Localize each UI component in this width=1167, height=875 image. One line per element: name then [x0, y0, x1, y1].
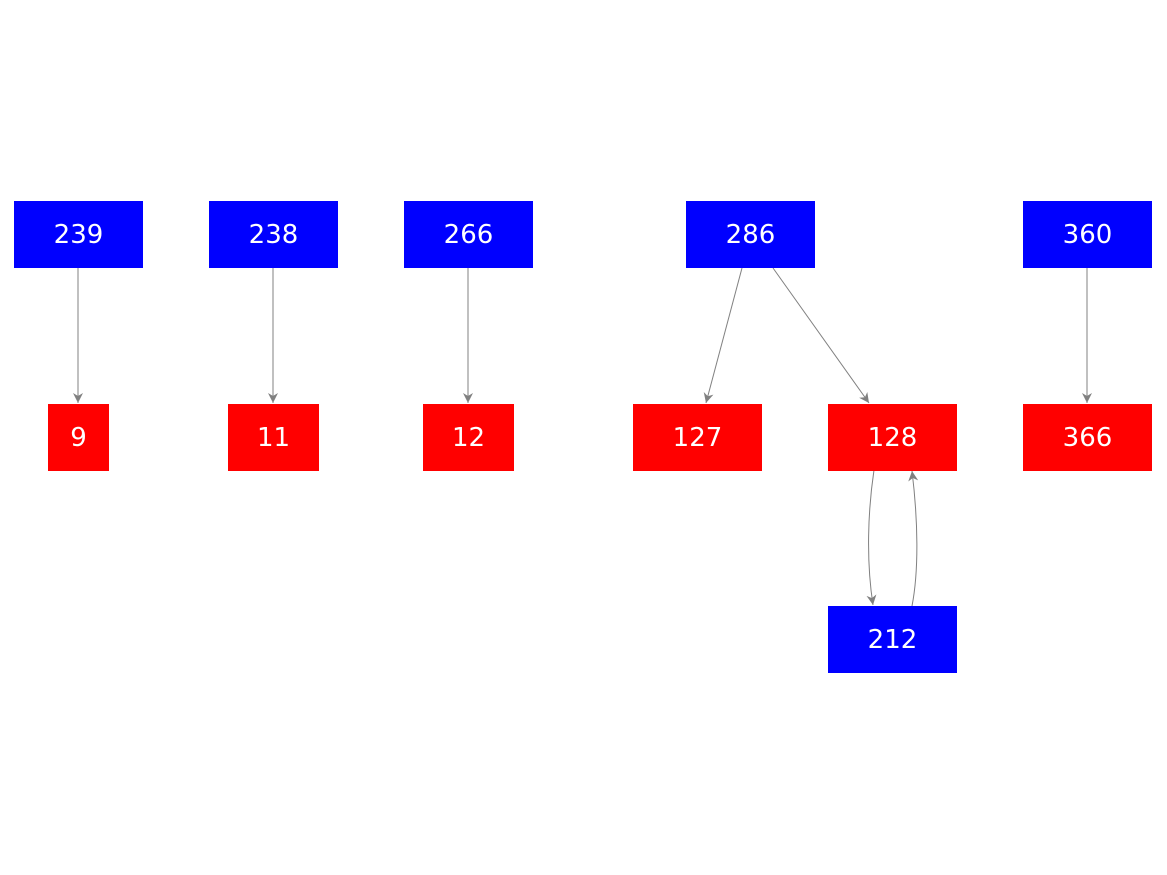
node-9[interactable]: 9 — [48, 404, 109, 471]
node-360[interactable]: 360 — [1023, 201, 1152, 268]
node-366[interactable]: 366 — [1023, 404, 1152, 471]
node-128[interactable]: 128 — [828, 404, 957, 471]
node-238[interactable]: 238 — [209, 201, 338, 268]
node-127[interactable]: 127 — [633, 404, 762, 471]
node-266[interactable]: 266 — [404, 201, 533, 268]
node-286[interactable]: 286 — [686, 201, 815, 268]
edge-128-212 — [866, 469, 877, 606]
edge-286-128 — [772, 267, 870, 404]
node-12[interactable]: 12 — [423, 404, 514, 471]
edge-212-128 — [908, 470, 919, 607]
edge-286-127 — [703, 267, 743, 404]
node-239[interactable]: 239 — [14, 201, 143, 268]
node-11[interactable]: 11 — [228, 404, 319, 471]
node-212[interactable]: 212 — [828, 606, 957, 673]
